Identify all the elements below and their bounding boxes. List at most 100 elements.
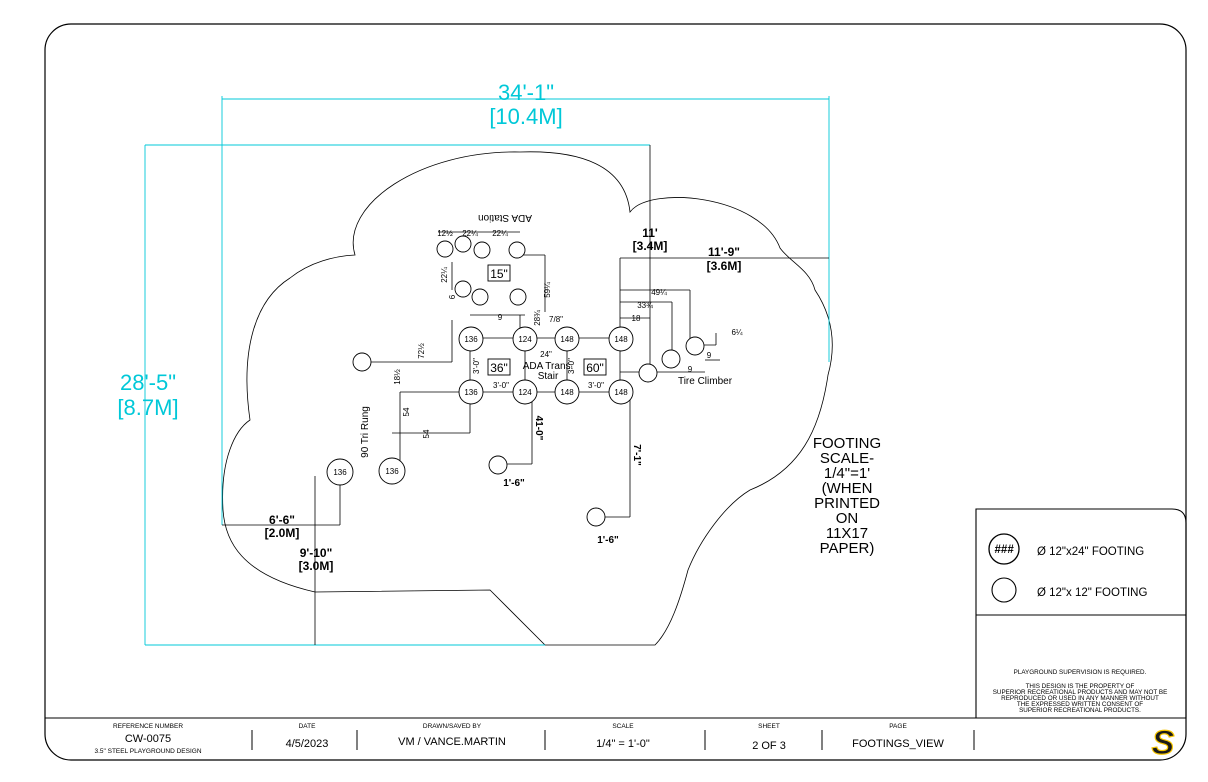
legend-small-footing-text: Ø 12"x 12" FOOTING	[1037, 587, 1147, 599]
ref-number-label: REFERENCE NUMBER	[113, 723, 183, 730]
play-area-boundary	[222, 151, 833, 646]
tri-rung-label: 90 Tri Rung	[360, 406, 371, 458]
dim-text: 54	[422, 429, 431, 438]
overall-depth-ft: 28'-5"	[120, 370, 176, 395]
dim-text: 18	[632, 314, 641, 323]
dim-text: 3'-0"	[493, 381, 509, 390]
drawn-by-label: DRAWN/SAVED BY	[423, 723, 482, 730]
ref-number-sub: 3.5" STEEL PLAYGROUND DESIGN	[94, 748, 201, 755]
footing-label: 124	[518, 388, 532, 397]
dim-text: 22¼	[462, 229, 478, 238]
legend-small-footing-symbol	[991, 577, 1017, 603]
dim-text: 3'-0"	[588, 381, 604, 390]
dim-text: 33¾	[637, 301, 653, 310]
dim-text: [3.4M]	[633, 239, 668, 253]
scale-value: 1/4" = 1'-0"	[596, 738, 650, 750]
dim-text: [3.0M]	[299, 559, 334, 573]
footing-circle	[471, 288, 489, 306]
sheet-value: 2 OF 3	[752, 740, 786, 752]
property-note: THIS DESIGN IS THE PROPERTY OF	[1026, 683, 1135, 690]
ada-trans-label: ADA Trans.	[523, 361, 574, 372]
footing-label: 124	[518, 335, 532, 344]
sheet-border	[44, 23, 1187, 761]
scale-note-line: PRINTED	[814, 495, 880, 512]
footing-circle	[352, 352, 372, 372]
legend-box: ### Ø 12"x24" FOOTING Ø 12"x 12" FOOTING…	[975, 508, 1187, 719]
footing-label: 148	[560, 335, 574, 344]
supervision-note: PLAYGROUND SUPERVISION IS REQUIRED.	[1014, 669, 1147, 676]
dim-text: 28¾	[533, 310, 542, 326]
ada-station-label: ADA Station	[478, 212, 532, 223]
dim-text: 1'-6"	[597, 535, 619, 546]
overall-width-m: [10.4M]	[489, 104, 562, 129]
deck-height-box	[583, 358, 607, 376]
footing-label: 136	[385, 467, 399, 476]
dim-text: 7/8"	[549, 315, 563, 324]
dim-text: 7'-1"	[631, 444, 642, 466]
dim-text: 9'-10"	[300, 546, 333, 560]
footing-label: 148	[560, 388, 574, 397]
scale-note-line: ON	[836, 510, 859, 527]
scale-label: SCALE	[612, 723, 634, 730]
deck-height-box	[487, 358, 511, 376]
property-note: REPRODUCED OR USED IN ANY MANNER WITHOUT	[1001, 695, 1159, 702]
scale-note-line: FOOTING	[813, 435, 881, 452]
dim-text: 24"	[540, 350, 552, 359]
dim-text: 54	[402, 407, 411, 416]
scale-note: FOOTING SCALE- 1/4"=1' (WHEN PRINTED ON …	[813, 435, 881, 557]
page-value: FOOTINGS_VIEW	[852, 738, 944, 750]
dim-text: 9	[707, 351, 712, 360]
dim-text: 12½	[437, 229, 453, 238]
svg-text:S: S	[1152, 724, 1175, 762]
ref-number-value: CW-0075	[125, 733, 171, 745]
footing-label: 136	[464, 335, 478, 344]
date-label: DATE	[299, 723, 317, 730]
deck-height: 36"	[490, 361, 508, 375]
footing-circle	[509, 288, 527, 306]
footing-circle	[586, 507, 606, 527]
tire-climber-label: Tire Climber	[678, 376, 733, 387]
dim-text: 3'-0"	[472, 358, 481, 374]
dim-text: 72½	[417, 343, 426, 359]
scale-note-line: 11X17	[826, 525, 868, 542]
scale-note-line: (WHEN	[822, 480, 873, 497]
dim-text: 9	[688, 365, 693, 374]
property-note: SUPERIOR RECREATIONAL PRODUCTS.	[1019, 707, 1141, 714]
footing-label: 136	[464, 388, 478, 397]
dim-text: 6¼	[731, 328, 742, 337]
deck-height-box	[487, 264, 511, 282]
overall-dimensions	[144, 96, 830, 646]
dim-text: 22¼	[492, 229, 508, 238]
footing-circle	[685, 336, 705, 356]
dim-text: 9	[498, 313, 503, 322]
legend-symbol-text: ###	[994, 544, 1014, 556]
drawn-by-value: VM / VANCE.MARTIN	[398, 736, 506, 748]
dim-text: 1'-6"	[503, 478, 525, 489]
footing-circle	[508, 241, 526, 259]
deck-height: 60"	[586, 361, 604, 375]
legend-big-footing-symbol	[988, 533, 1020, 565]
page-label: PAGE	[889, 723, 907, 730]
scale-note-line: 1/4"=1'	[824, 465, 870, 482]
deck-height: 15"	[490, 267, 508, 281]
dim-text: 11'-9"	[708, 245, 740, 259]
footing-circle	[638, 363, 658, 383]
dim-text: 22¼	[440, 267, 449, 283]
legend-big-footing-text: Ø 12"x24" FOOTING	[1037, 546, 1144, 558]
footing-label: 148	[614, 388, 628, 397]
footing-label: 148	[614, 335, 628, 344]
scale-note-line: PAPER)	[820, 540, 875, 557]
footing-circle	[436, 240, 454, 258]
overall-depth-m: [8.7M]	[117, 395, 178, 420]
footing-circle	[454, 280, 472, 298]
property-note: SUPERIOR RECREATIONAL PRODUCTS AND MAY N…	[993, 689, 1168, 696]
footing-circle	[488, 455, 508, 475]
dim-text: [2.0M]	[265, 526, 300, 540]
property-note: THE EXPRESSED WRITTEN CONSENT OF	[1017, 701, 1143, 708]
dim-text: 11'	[642, 226, 658, 240]
dim-text: [3.6M]	[707, 259, 742, 273]
dim-text: 6	[448, 294, 457, 299]
plain-footings	[352, 235, 705, 527]
dim-text: 59¼	[543, 282, 552, 298]
